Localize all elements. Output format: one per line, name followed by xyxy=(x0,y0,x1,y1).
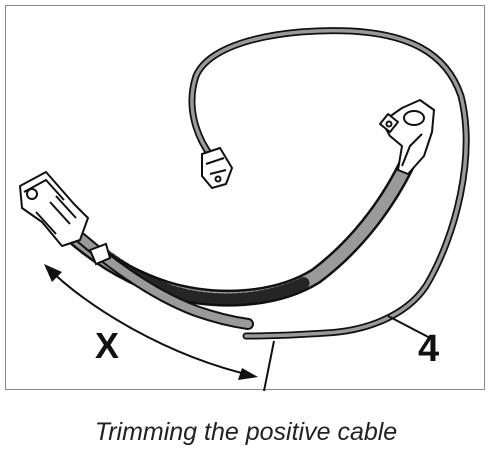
battery-cable-illustration xyxy=(19,27,470,391)
part-number-label: 4 xyxy=(418,328,440,370)
small-plug-connector xyxy=(201,146,234,190)
figure-caption: Trimming the positive cable xyxy=(94,418,398,446)
dimension-arrow-start-icon xyxy=(44,264,62,282)
illustration-frame xyxy=(5,5,485,391)
main-thick-cable xyxy=(62,157,415,307)
right-clamp-terminal xyxy=(379,99,435,175)
cut-mark-line xyxy=(263,340,275,391)
dimension-arc xyxy=(47,267,255,377)
sleeve-clip xyxy=(88,242,112,266)
dimension-arrow-end-icon xyxy=(238,368,258,380)
left-terminal-connector xyxy=(19,171,89,247)
part-leader-line xyxy=(387,315,435,341)
thin-loop-cable xyxy=(188,27,470,340)
parallel-cable xyxy=(75,232,254,330)
dimension-label: X xyxy=(95,325,120,366)
